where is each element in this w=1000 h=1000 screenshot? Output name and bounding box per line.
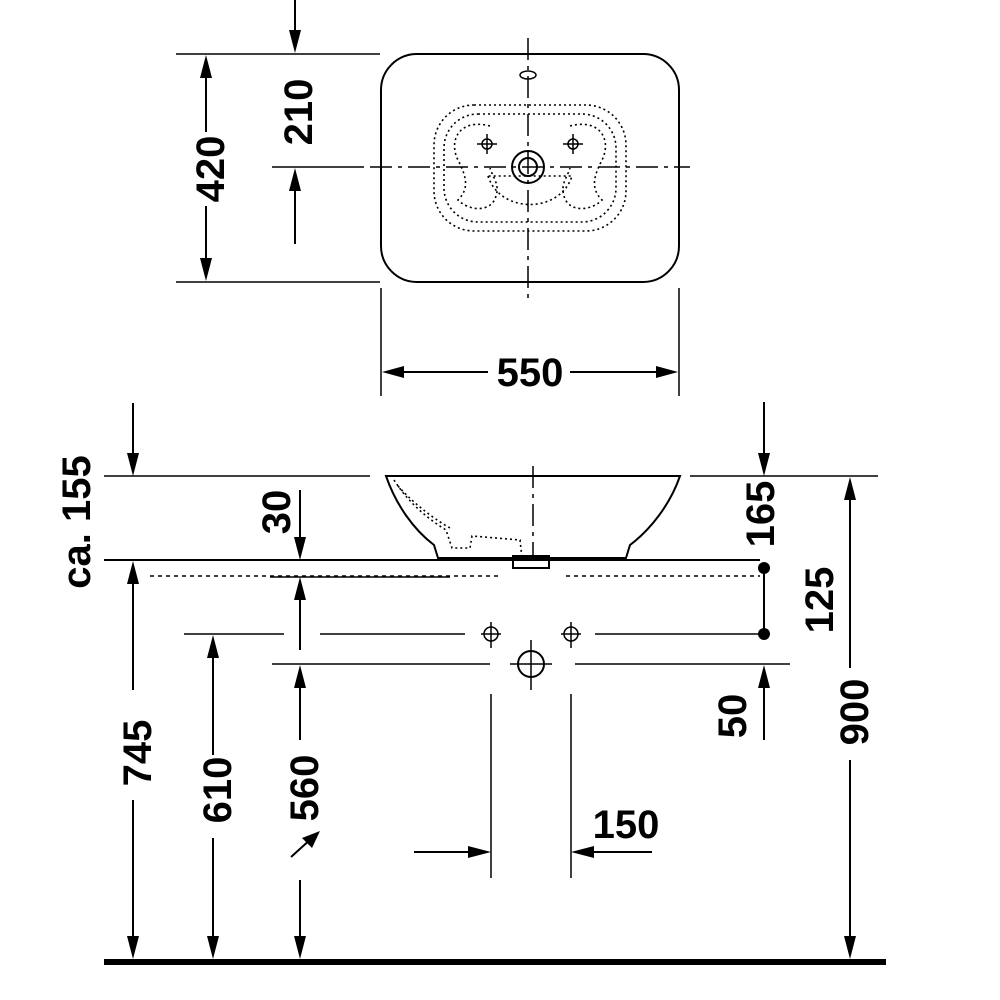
dim-valve-offset: 125	[798, 567, 842, 634]
valve-right-icon	[561, 622, 581, 648]
dim-dot-top	[758, 562, 770, 574]
dim-rim-depth: 30	[255, 490, 299, 535]
dim-waste-width: 150	[593, 803, 660, 847]
dim-top-offset: 210	[277, 79, 321, 146]
bowl-inner-outline	[433, 104, 627, 232]
dim-right-offset: 165	[739, 481, 783, 548]
tap-marks	[477, 134, 583, 154]
waste-pipe-icon	[510, 640, 552, 690]
basin-outline-top	[380, 53, 680, 283]
valve-left-icon	[481, 622, 501, 648]
top-view: 420 210 550	[176, 0, 690, 396]
waste-outlet	[512, 555, 550, 569]
basin-outline-side	[384, 475, 682, 559]
dim-dot-bottom	[758, 628, 770, 640]
drain-icon	[511, 150, 545, 184]
overflow-icon	[519, 70, 537, 80]
dim-floor-to-waste: 560	[283, 755, 327, 822]
dim-top-height: 420	[189, 136, 233, 203]
dim-floor-to-rim: 745	[116, 720, 160, 787]
dim-valve-spacing: 50	[711, 694, 755, 739]
dim-overall-height: ca. 155	[55, 455, 99, 588]
side-view: 150 ca. 155 745 610 30 560	[55, 402, 886, 965]
dim-top-width: 550	[497, 351, 564, 395]
dim-floor-to-valves: 610	[196, 757, 240, 824]
dim-floor-to-top: 900	[833, 679, 877, 746]
